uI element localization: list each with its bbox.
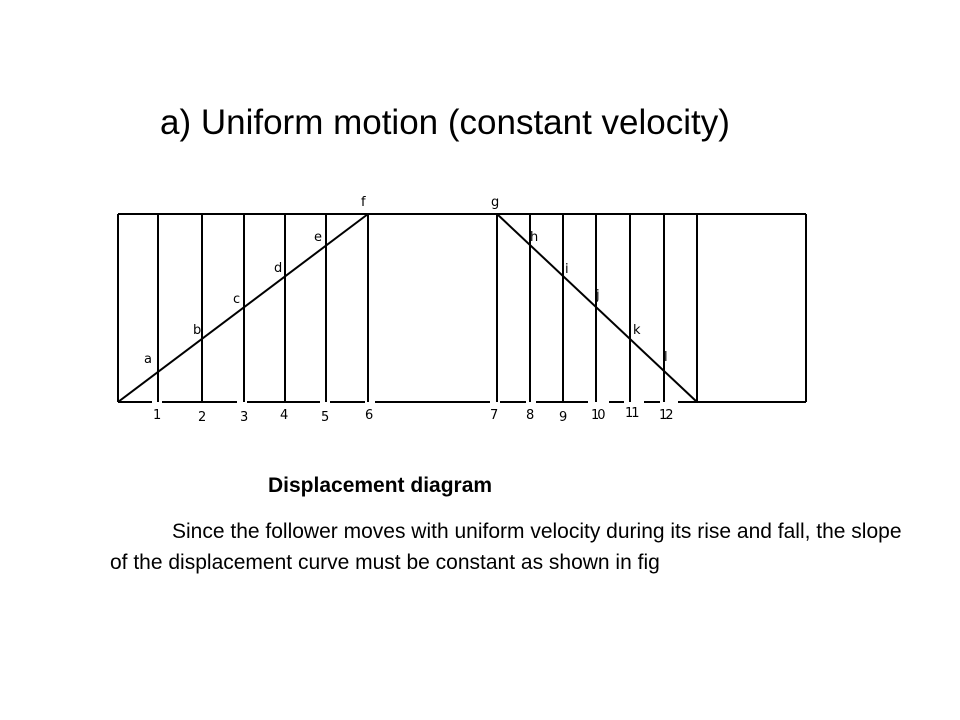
body-paragraph: Since the follower moves with uniform ve… [110, 520, 902, 574]
fall-line [496, 213, 698, 403]
division-label-5: 5 [321, 410, 329, 425]
division-label-11: 11 [625, 406, 639, 421]
division-label-2: 2 [198, 410, 206, 425]
point-label-b: b [193, 323, 201, 338]
point-label-j: j [595, 288, 600, 303]
division-label-7: 7 [490, 408, 498, 423]
point-label-l: l [664, 350, 668, 365]
point-label-k: k [633, 323, 641, 338]
figure-caption: Displacement diagram [268, 474, 493, 497]
point-label-d: d [274, 261, 282, 276]
point-label-e: e [314, 230, 322, 245]
division-label-4: 4 [280, 408, 288, 423]
point-label-c: c [233, 292, 240, 307]
rise-line [117, 213, 369, 403]
point-label-i: i [565, 262, 569, 277]
division-label-9: 9 [559, 410, 567, 425]
point-label-h: h [530, 230, 538, 245]
division-label-6: 6 [365, 408, 373, 423]
division-label-8: 8 [526, 408, 534, 423]
point-label-a: a [144, 352, 152, 367]
division-label-3: 3 [240, 410, 248, 425]
slide-title: a) Uniform motion (constant velocity) [160, 103, 730, 142]
division-label-12: 12 [659, 408, 672, 423]
division-label-1: 1 [153, 408, 161, 423]
point-label-g: g [491, 195, 499, 210]
point-label-f: f [361, 195, 366, 210]
division-label-10: 10 [591, 408, 605, 423]
